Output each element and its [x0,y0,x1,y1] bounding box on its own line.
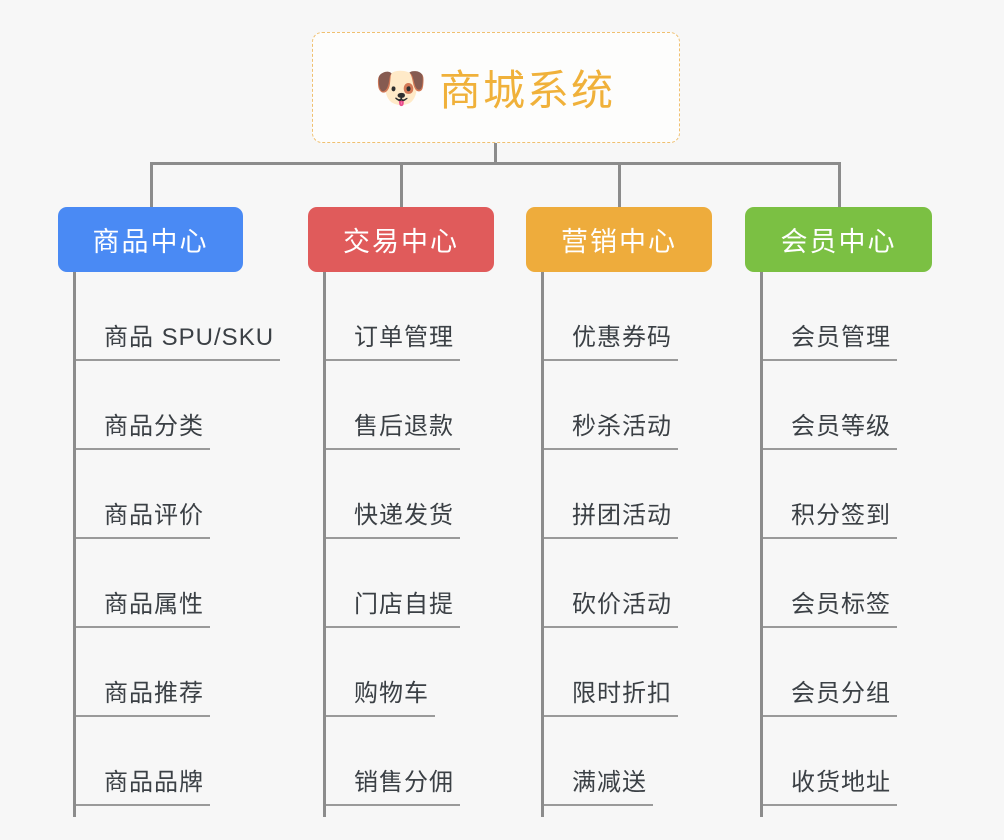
leaf-label: 商品属性 [104,591,204,618]
branch-header-member-center[interactable]: 会员中心 [745,207,932,272]
branch-spine [760,272,763,817]
branch-trade-center: 交易中心 订单管理 售后退款 快递发货 门店自提 购物车 销售分佣 [308,207,494,817]
leaf-item[interactable]: 会员分组 [745,628,932,717]
connector-horizontal-bar [150,162,841,165]
leaf-label: 会员分组 [791,680,891,707]
leaf-label: 收货地址 [791,769,891,796]
leaf-item[interactable]: 拼团活动 [526,450,712,539]
leaf-item[interactable]: 商品分类 [58,361,278,450]
branch-spine [323,272,326,817]
connector-trunk-vertical [494,143,497,165]
leaf-label: 砍价活动 [572,591,672,618]
leaf-item[interactable]: 商品品牌 [58,717,278,806]
leaf-item[interactable]: 秒杀活动 [526,361,712,450]
leaf-label: 会员管理 [791,324,891,351]
leaf-list-trade-center: 订单管理 售后退款 快递发货 门店自提 购物车 销售分佣 [308,272,494,806]
leaf-label: 快递发货 [354,502,454,529]
leaf-label: 门店自提 [354,591,454,618]
leaf-item[interactable]: 会员管理 [745,272,932,361]
connector-drop-4 [838,162,841,208]
leaf-item[interactable]: 满减送 [526,717,712,806]
leaf-item[interactable]: 限时折扣 [526,628,712,717]
leaf-item[interactable]: 购物车 [308,628,494,717]
leaf-item[interactable]: 会员标签 [745,539,932,628]
branch-header-trade-center[interactable]: 交易中心 [308,207,494,272]
root-node[interactable]: 🐶 商城系统 [312,32,680,143]
leaf-label: 优惠券码 [572,324,672,351]
branch-header-label: 会员中心 [780,227,897,257]
leaf-item[interactable]: 砍价活动 [526,539,712,628]
leaf-list-product-center: 商品 SPU/SKU 商品分类 商品评价 商品属性 商品推荐 商品品牌 [58,272,281,806]
leaf-label: 商品推荐 [104,680,204,707]
branch-header-marketing-center[interactable]: 营销中心 [526,207,712,272]
branch-header-label: 营销中心 [561,227,677,257]
leaf-item[interactable]: 会员等级 [745,361,932,450]
branch-marketing-center: 营销中心 优惠券码 秒杀活动 拼团活动 砍价活动 限时折扣 满减送 [526,207,712,817]
leaf-label: 销售分佣 [354,769,454,796]
branch-header-label: 商品中心 [92,227,209,257]
branch-header-product-center[interactable]: 商品中心 [58,207,243,272]
leaf-item[interactable]: 商品评价 [58,450,278,539]
leaf-label: 满减送 [572,769,647,796]
leaf-item[interactable]: 销售分佣 [308,717,494,806]
leaf-list-member-center: 会员管理 会员等级 积分签到 会员标签 会员分组 收货地址 [745,272,932,806]
connector-drop-3 [618,162,621,208]
leaf-label: 商品品牌 [104,769,204,796]
root-title: 商城系统 [438,67,615,114]
leaf-label: 会员等级 [791,413,891,440]
leaf-label: 商品分类 [104,413,204,440]
leaf-item[interactable]: 商品属性 [58,539,278,628]
dog-face-icon: 🐶 [374,63,428,111]
leaf-label: 商品 SPU/SKU [104,324,275,351]
leaf-item[interactable]: 积分签到 [745,450,932,539]
branch-product-center: 商品中心 商品 SPU/SKU 商品分类 商品评价 商品属性 商品推荐 商品品牌 [58,207,281,817]
leaf-label: 订单管理 [354,324,454,351]
branch-spine [73,272,76,817]
leaf-label: 限时折扣 [572,680,672,707]
leaf-item[interactable]: 快递发货 [308,450,494,539]
leaf-label: 积分签到 [791,502,891,529]
leaf-item[interactable]: 售后退款 [308,361,494,450]
leaf-label: 拼团活动 [572,502,672,529]
leaf-label: 商品评价 [104,502,204,529]
leaf-item[interactable]: 商品 SPU/SKU [58,272,281,361]
branch-header-label: 交易中心 [343,227,459,257]
connector-drop-1 [150,162,153,208]
leaf-label: 会员标签 [791,591,891,618]
leaf-item[interactable]: 收货地址 [745,717,932,806]
leaf-label: 售后退款 [354,413,454,440]
leaf-label: 购物车 [354,680,429,707]
leaf-item[interactable]: 门店自提 [308,539,494,628]
leaf-item[interactable]: 优惠券码 [526,272,712,361]
branch-member-center: 会员中心 会员管理 会员等级 积分签到 会员标签 会员分组 收货地址 [745,207,932,817]
leaf-item[interactable]: 订单管理 [308,272,494,361]
leaf-item[interactable]: 商品推荐 [58,628,278,717]
branch-spine [541,272,544,817]
leaf-label: 秒杀活动 [572,413,672,440]
leaf-list-marketing-center: 优惠券码 秒杀活动 拼团活动 砍价活动 限时折扣 满减送 [526,272,712,806]
connector-drop-2 [400,162,403,208]
